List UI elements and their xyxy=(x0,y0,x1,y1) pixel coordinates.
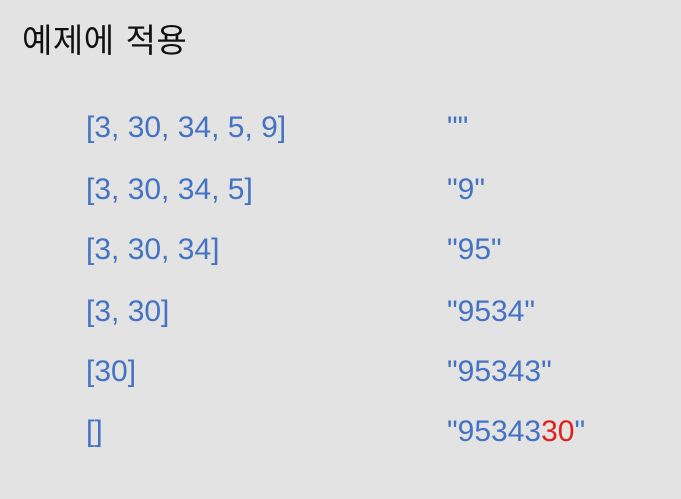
array-state-2: [3, 30, 34, 5] xyxy=(86,173,253,206)
result-string-3: "95" xyxy=(447,233,502,266)
array-state-4: [3, 30] xyxy=(86,295,170,328)
array-state-1: [3, 30, 34, 5, 9] xyxy=(86,111,287,144)
result-string-4: "9534" xyxy=(447,295,536,328)
result-highlight: 30 xyxy=(541,415,575,448)
slide-title: 예제에 적용 xyxy=(22,21,188,60)
result-string-5: "95343" xyxy=(447,355,552,388)
result-string-2: "9" xyxy=(447,173,485,206)
array-state-5: [30] xyxy=(86,355,137,388)
result-string-6: "9534330" xyxy=(447,412,585,452)
result-string-1: "" xyxy=(447,111,469,144)
result-suffix: " xyxy=(574,415,586,448)
array-state-6: [] xyxy=(86,415,103,448)
array-state-3: [3, 30, 34] xyxy=(86,233,220,266)
result-prefix: "95343 xyxy=(447,415,542,448)
